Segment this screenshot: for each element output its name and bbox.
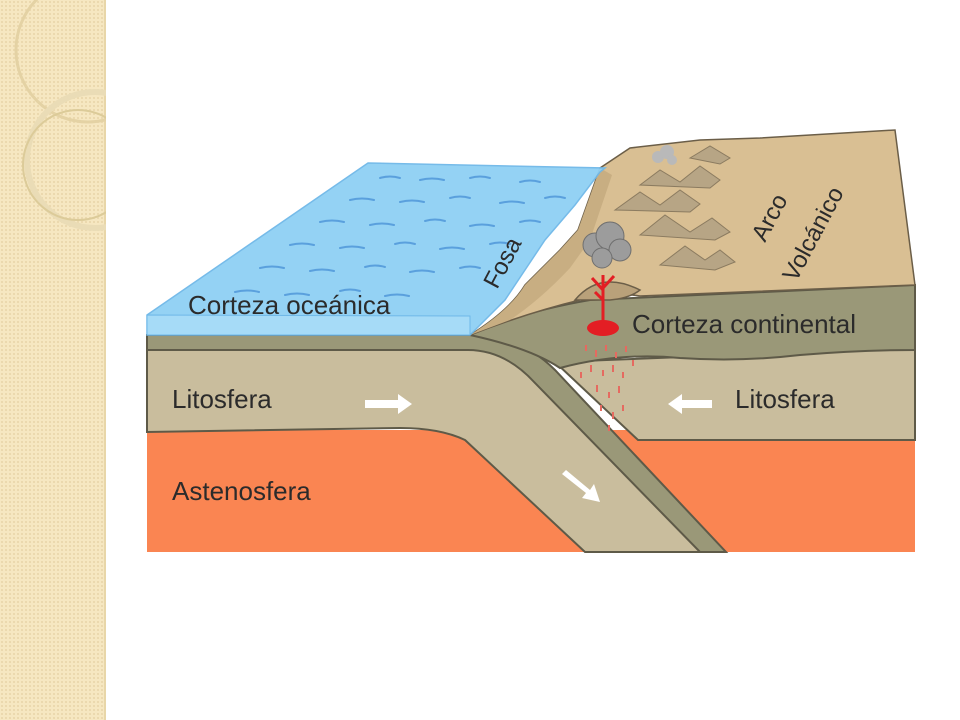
volcano-mound: [573, 281, 642, 301]
mountain-ridges: [613, 145, 736, 271]
wave-lines: [234, 175, 566, 297]
decorative-side-band: [0, 0, 106, 720]
magma-chamber: [587, 320, 619, 336]
magma-conduit: [590, 274, 616, 325]
label-corteza-oceanica: Corteza oceánica: [188, 290, 391, 320]
decorative-circles: [14, 0, 106, 231]
plate-motion-arrows: [365, 394, 712, 502]
label-astenosfera: Astenosfera: [172, 476, 311, 506]
label-litosfera-right: Litosfera: [735, 384, 835, 414]
arrow-left-icon: [668, 394, 712, 414]
arrow-down-diagonal-icon: [562, 470, 600, 502]
label-corteza-continental: Corteza continental: [632, 309, 856, 339]
label-litosfera-left: Litosfera: [172, 384, 272, 414]
ocean-front-face: [146, 314, 471, 336]
continental-crust: [466, 283, 916, 370]
trench-slope: [470, 168, 612, 335]
small-ash-cloud: [652, 145, 677, 165]
magma-droplets: [580, 345, 634, 431]
ash-cloud: [582, 221, 632, 269]
arrow-right-icon: [365, 394, 412, 414]
